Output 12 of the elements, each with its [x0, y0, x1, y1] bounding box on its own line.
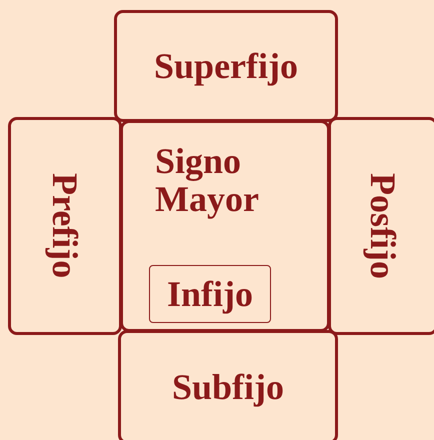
- affix-box: [114, 10, 338, 122]
- affix-label: Infijo: [166, 276, 253, 312]
- center-box: [120, 120, 330, 332]
- affix-label: Prefijo: [47, 173, 83, 279]
- affix-label: Posfijo: [365, 173, 401, 279]
- affix-box: [8, 117, 122, 335]
- affix-box: [118, 330, 338, 440]
- affix-label: Superfijo: [154, 48, 298, 84]
- affix-label: Subfijo: [172, 369, 284, 405]
- affix-label: Signo Mayor: [155, 143, 260, 219]
- label-box: [149, 265, 271, 323]
- affix-box: [328, 117, 434, 335]
